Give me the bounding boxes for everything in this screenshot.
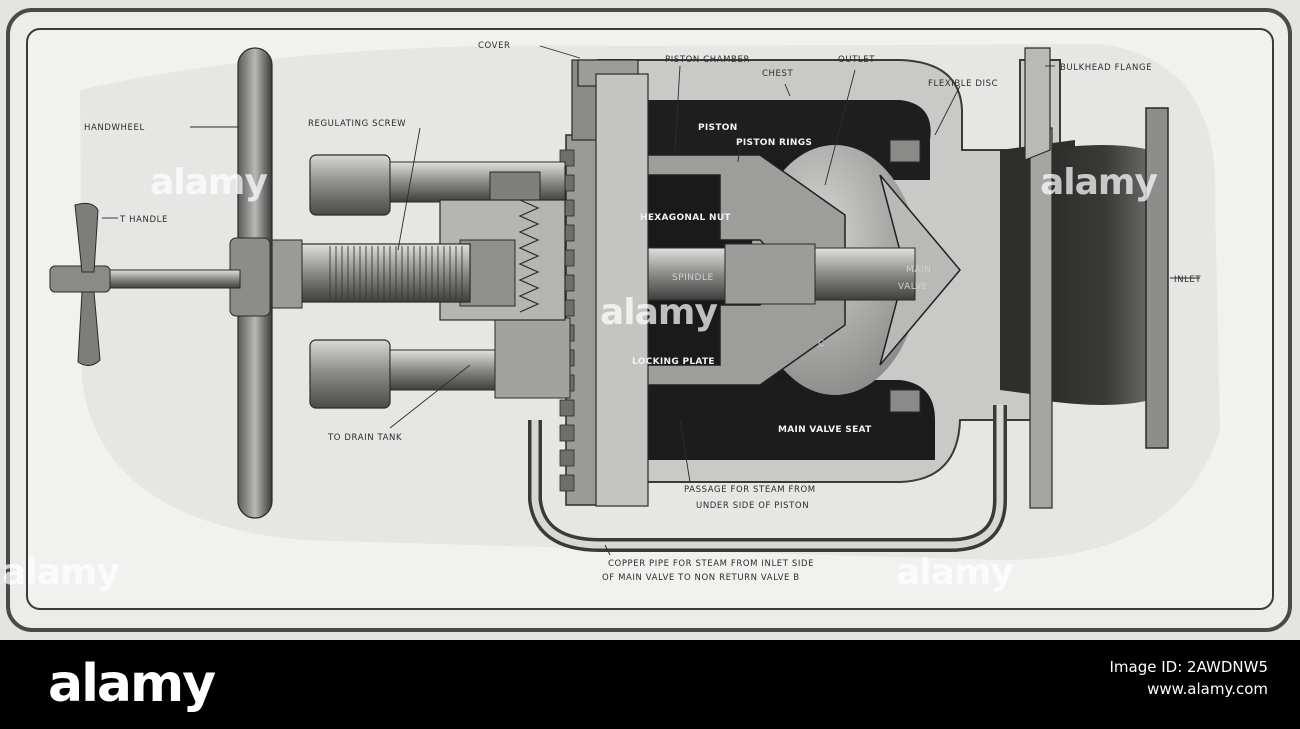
label-bulkhead-flange: BULKHEAD FLANGE [1060, 63, 1152, 73]
footer-image-info: Image ID: 2AWDNW5 www.alamy.com [1109, 656, 1268, 700]
cover-flange [559, 59, 649, 507]
regulating-screw-assembly [269, 154, 571, 409]
label-handwheel: HANDWHEEL [84, 123, 145, 133]
watermark: alamy [896, 552, 1014, 593]
footer-image-id: Image ID: 2AWDNW5 [1109, 658, 1268, 676]
handwheel [229, 47, 273, 519]
watermark: alamy [150, 162, 268, 203]
label-piston: PISTON [698, 123, 738, 133]
label-chest: CHEST [762, 69, 793, 79]
spring [518, 199, 540, 313]
screw-threads [329, 246, 463, 300]
label-spindle: SPINDLE [672, 273, 714, 283]
label-to-drain-tank: TO DRAIN TANK [327, 433, 402, 443]
label-inlet: INLET [1174, 275, 1201, 285]
t-handle [49, 202, 241, 366]
footer-logo: alamy [48, 654, 216, 714]
figure-area: COVER PISTON CHAMBER CHEST OUTLET FLEXIB… [2, 8, 1292, 632]
label-copper-pipe-line-1: COPPER PIPE FOR STEAM FROM INLET SIDE [608, 559, 814, 569]
footer-url: www.alamy.com [1147, 680, 1268, 698]
label-piston-chamber: PISTON CHAMBER [665, 55, 750, 65]
label-hexagonal-nut: HEXAGONAL NUT [640, 213, 731, 223]
label-cover: COVER [478, 41, 511, 51]
label-copper-pipe-line-2: OF MAIN VALVE TO NON RETURN VALVE B [602, 573, 800, 583]
label-main-valve-1: MAIN [906, 265, 931, 275]
label-flexible-disc: FLEXIBLE DISC [928, 79, 998, 89]
label-locking-plate: LOCKING PLATE [632, 357, 715, 367]
footer-bar: alamy Image ID: 2AWDNW5 www.alamy.com [0, 640, 1300, 729]
label-passage-line-2: UNDER SIDE OF PISTON [696, 501, 809, 511]
watermark: alamy [600, 292, 718, 333]
valve-diagram: COVER PISTON CHAMBER CHEST OUTLET FLEXIB… [49, 41, 1220, 583]
labels: COVER PISTON CHAMBER CHEST OUTLET FLEXIB… [84, 41, 1201, 583]
label-main-valve-seat: MAIN VALVE SEAT [778, 425, 872, 435]
label-main-valve-2: VALVE [898, 282, 928, 292]
label-passage-line-1: PASSAGE FOR STEAM FROM [684, 485, 816, 495]
inlet-flange [1000, 47, 1169, 509]
label-outlet: OUTLET [838, 55, 875, 65]
label-c-mark: C [818, 339, 825, 349]
label-t-handle: T HANDLE [119, 215, 168, 225]
watermark: alamy [1040, 162, 1158, 203]
leader-lines [102, 45, 1200, 556]
label-regulating-screw: REGULATING SCREW [308, 119, 406, 129]
watermark: alamy [2, 552, 120, 593]
label-piston-rings: PISTON RINGS [736, 138, 812, 148]
